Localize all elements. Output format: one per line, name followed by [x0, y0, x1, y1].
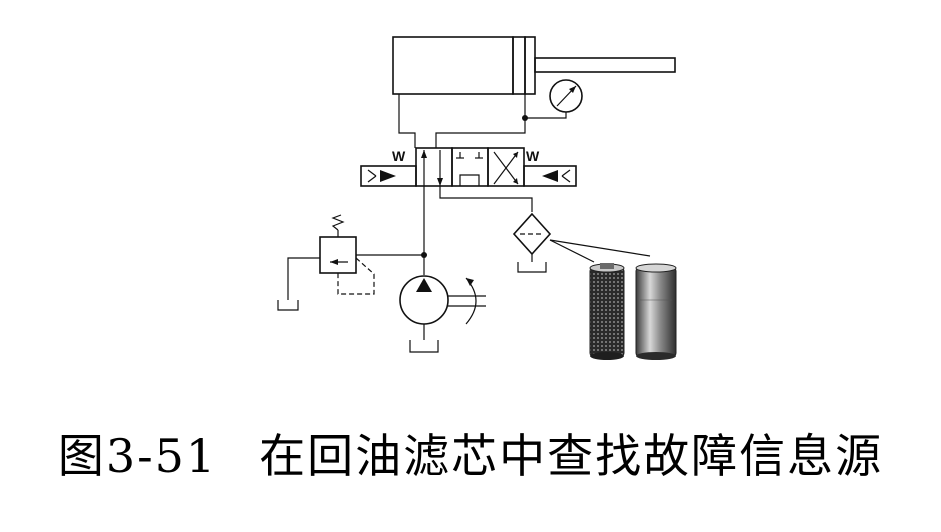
cylinder-lines — [398, 94, 567, 148]
filter-element-photo — [589, 263, 677, 360]
caption-number: 图3-51 — [57, 429, 218, 483]
return-filter — [512, 212, 651, 273]
hydraulic-cylinder — [392, 36, 676, 95]
pressure-line — [356, 186, 533, 275]
caption-title: 在回油滤芯中查找故障信息源 — [259, 429, 884, 483]
variable-pump — [399, 275, 486, 353]
hydraulic-circuit-diagram: W W — [277, 36, 677, 360]
pressure-gauge-icon — [549, 79, 583, 113]
directional-control-valve: W W — [360, 147, 577, 187]
relief-valve — [277, 214, 375, 311]
svg-text:W: W — [526, 148, 540, 164]
svg-text:W: W — [392, 148, 406, 164]
figure-caption: 图3-51 在回油滤芯中查找故障信息源 — [0, 420, 941, 486]
